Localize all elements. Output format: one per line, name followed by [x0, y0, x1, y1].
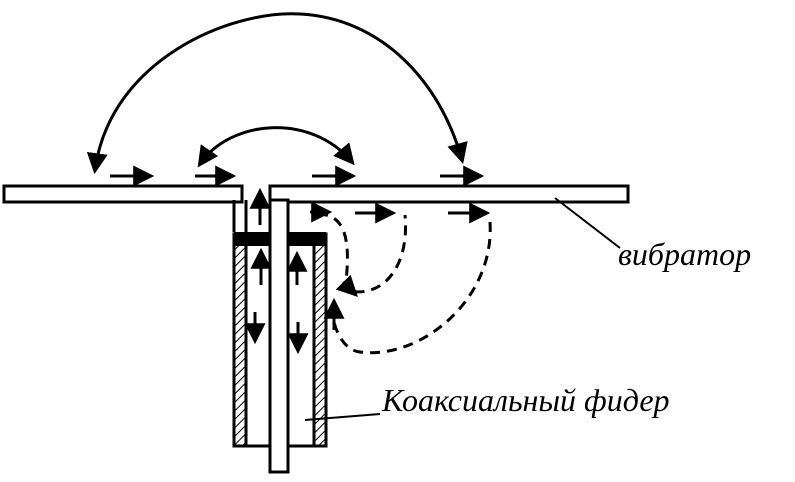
field-lines-lower-dashed — [317, 212, 492, 355]
coax-feeder-label: Коаксиальный фидер — [382, 382, 670, 418]
current-arrows-vibrator — [110, 165, 491, 224]
label-leaders — [304, 197, 621, 421]
vibrator-left-arm — [2, 184, 244, 204]
left-arm-stub — [232, 200, 248, 232]
vibrator-right-arm — [268, 184, 630, 204]
field-lines-upper — [86, 12, 468, 175]
vibrator-label: вибратор — [618, 236, 752, 272]
coax-inner-conductor — [268, 186, 290, 474]
